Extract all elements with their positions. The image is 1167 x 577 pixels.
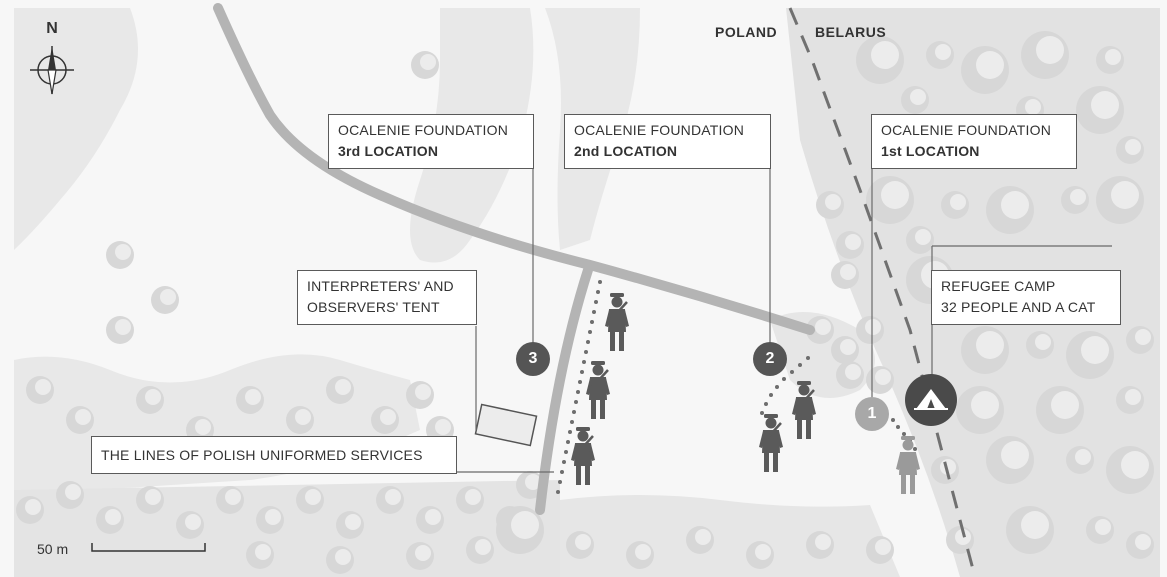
callout-location-1-title: OCALENIE FOUNDATION [881, 122, 1052, 138]
callout-location-1-subtitle: 1st LOCATION [881, 143, 980, 159]
compass: N [28, 20, 76, 100]
compass-rose-icon [30, 46, 74, 95]
marker-1-number: 1 [867, 405, 877, 422]
callout-location-2-subtitle: 2nd LOCATION [574, 143, 678, 159]
callout-location-3-title: OCALENIE FOUNDATION [338, 122, 509, 138]
callout-polish-lines: THE LINES OF POLISH UNIFORMED SERVICES [91, 436, 457, 474]
callout-refugee-camp: REFUGEE CAMP 32 PEOPLE AND A CAT [931, 270, 1121, 325]
refugee-camp-marker [905, 374, 957, 426]
marker-1: 1 [855, 397, 889, 431]
callout-location-2-title: OCALENIE FOUNDATION [574, 122, 745, 138]
callout-polish-lines-text: THE LINES OF POLISH UNIFORMED SERVICES [101, 447, 423, 463]
marker-3: 3 [516, 342, 550, 376]
callout-interpreters-tent: INTERPRETERS' AND OBSERVERS' TENT [297, 270, 477, 325]
callout-location-1: OCALENIE FOUNDATION 1st LOCATION [871, 114, 1077, 169]
callout-refugee-camp-subtitle: 32 PEOPLE AND A CAT [941, 299, 1096, 315]
compass-north-letter: N [46, 20, 58, 37]
scale-bar [91, 543, 206, 552]
tent-icon [914, 389, 948, 410]
callout-location-3: OCALENIE FOUNDATION 3rd LOCATION [328, 114, 534, 169]
callout-interpreters-tent-line1: INTERPRETERS' AND [307, 278, 454, 294]
callout-refugee-camp-title: REFUGEE CAMP [941, 278, 1056, 294]
marker-2: 2 [753, 342, 787, 376]
callout-interpreters-tent-line2: OBSERVERS' TENT [307, 299, 440, 315]
callout-location-2: OCALENIE FOUNDATION 2nd LOCATION [564, 114, 771, 169]
country-label-poland: POLAND [715, 24, 778, 40]
country-label-belarus: BELARUS [815, 24, 887, 40]
marker-3-number: 3 [528, 350, 538, 367]
scale-label: 50 m [37, 541, 69, 557]
callout-location-3-subtitle: 3rd LOCATION [338, 143, 439, 159]
interpreters-tent [474, 403, 538, 447]
roads [213, 3, 815, 515]
marker-2-number: 2 [765, 350, 775, 367]
